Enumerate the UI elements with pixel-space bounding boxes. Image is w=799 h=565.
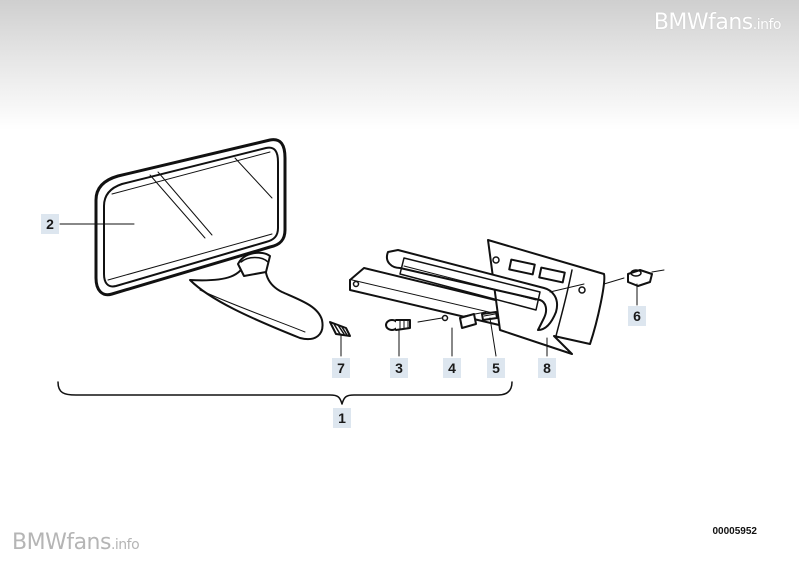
header-gradient — [0, 0, 799, 130]
clip-5 — [481, 311, 498, 321]
callout-4: 4 — [443, 358, 461, 378]
leader-lines — [59, 223, 638, 357]
mirror-arm — [189, 251, 324, 340]
callout-8: 8 — [538, 358, 556, 378]
screw-7 — [329, 321, 351, 337]
base-plate-8 — [386, 239, 606, 355]
callout-2: 2 — [41, 214, 59, 234]
watermark-brand: BMWfans — [12, 530, 111, 555]
watermark-suffix: .info — [752, 17, 782, 33]
nut-6 — [627, 269, 653, 287]
callout-5: 5 — [487, 358, 505, 378]
reference-number: 00005952 — [712, 526, 758, 537]
callout-7: 7 — [332, 358, 350, 378]
watermark-brand: BMWfans — [653, 10, 753, 35]
callout-6: 6 — [628, 306, 646, 326]
callout-1: 1 — [333, 408, 351, 428]
assembly-brace — [57, 381, 513, 405]
mirror-housing — [94, 138, 287, 297]
assembly-lines — [417, 269, 665, 323]
watermark-suffix: .info — [110, 537, 140, 553]
watermark-top: BMWfans.info — [653, 10, 782, 35]
callout-3: 3 — [390, 358, 408, 378]
screw-3 — [385, 319, 411, 331]
watermark-bottom: BMWfans.info — [12, 530, 140, 555]
